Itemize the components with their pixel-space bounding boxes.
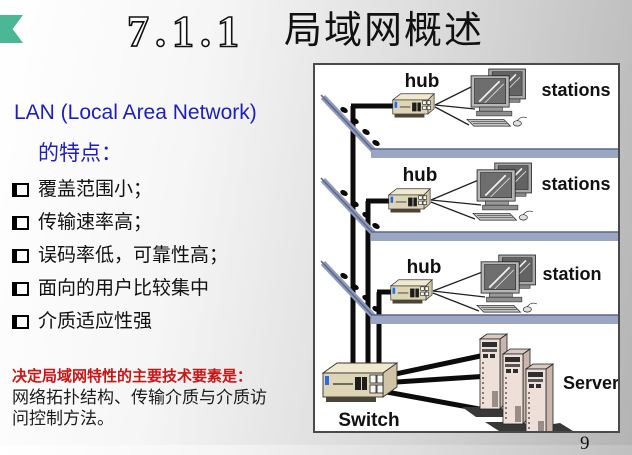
list-item-label: 误码率低，可靠性高； bbox=[38, 245, 229, 266]
page-number: 9 bbox=[580, 433, 590, 454]
backbone-tap-dots bbox=[340, 107, 380, 312]
network-diagram-canvas: hub hub hub stations stations station Se… bbox=[320, 68, 619, 440]
network-diagram: hub hub hub stations stations station Se… bbox=[313, 63, 620, 440]
note-body: 网络拓扑结构、传输介质与介质访问控制方法。 bbox=[12, 388, 267, 428]
note-lead: 决定局域网特性的主要技术要素是： bbox=[12, 369, 253, 385]
title-number-outline: 7.1.1 bbox=[126, 6, 245, 56]
square-bullet-icon bbox=[12, 249, 29, 263]
station-3-label: station bbox=[542, 264, 601, 284]
square-bullet-icon bbox=[12, 282, 29, 296]
hub-1-icon bbox=[392, 93, 435, 119]
hub-2-icon bbox=[388, 188, 431, 214]
switch-icon bbox=[322, 362, 398, 403]
list-item: 传输速率高； bbox=[12, 213, 312, 233]
stations-1-label: stations bbox=[541, 80, 610, 100]
stations-1-icon bbox=[466, 68, 528, 127]
key-factors-note: 决定局域网特性的主要技术要素是： 网络拓扑结构、传输介质与介质访问控制方法。 bbox=[12, 367, 274, 429]
hub-station-lines bbox=[430, 84, 486, 312]
stations-2-label: stations bbox=[541, 174, 610, 194]
square-bullet-icon bbox=[12, 216, 29, 230]
list-item-label: 传输速率高； bbox=[38, 212, 153, 233]
list-item-label: 面向的用户比较集中 bbox=[38, 278, 210, 299]
hub-1-label: hub bbox=[405, 71, 440, 92]
title-text: 局域网概述 bbox=[283, 10, 484, 52]
list-item: 覆盖范围小； bbox=[12, 180, 312, 200]
list-item-label: 覆盖范围小； bbox=[38, 179, 153, 200]
station-3-icon bbox=[476, 254, 538, 313]
title-number: 7.1.1 bbox=[127, 7, 245, 56]
hub-2-label: hub bbox=[403, 165, 438, 186]
list-item: 误码率低，可靠性高； bbox=[12, 246, 312, 266]
list-item-label: 介质适应性强 bbox=[38, 311, 153, 332]
page-title: 7.1.1 局域网概述 bbox=[58, 2, 532, 56]
accent-flag bbox=[0, 15, 23, 43]
hub-3-label: hub bbox=[407, 257, 442, 278]
lan-heading-en: LAN (Local Area Network) bbox=[14, 101, 257, 124]
hub-3-icon bbox=[390, 279, 433, 305]
lan-heading-cn: 的特点： bbox=[38, 141, 122, 165]
switch-label: Switch bbox=[338, 410, 399, 431]
square-bullet-icon bbox=[12, 183, 29, 197]
list-item: 面向的用户比较集中 bbox=[12, 279, 312, 299]
server-label: Server bbox=[563, 373, 618, 393]
floor-slabs bbox=[320, 94, 618, 324]
stations-2-icon bbox=[472, 162, 534, 221]
feature-list: 覆盖范围小； 传输速率高； 误码率低，可靠性高； 面向的用户比较集中 介质适应性… bbox=[12, 180, 312, 345]
square-bullet-icon bbox=[12, 315, 29, 329]
list-item: 介质适应性强 bbox=[12, 312, 312, 332]
hub-uplink-cables bbox=[351, 103, 393, 295]
